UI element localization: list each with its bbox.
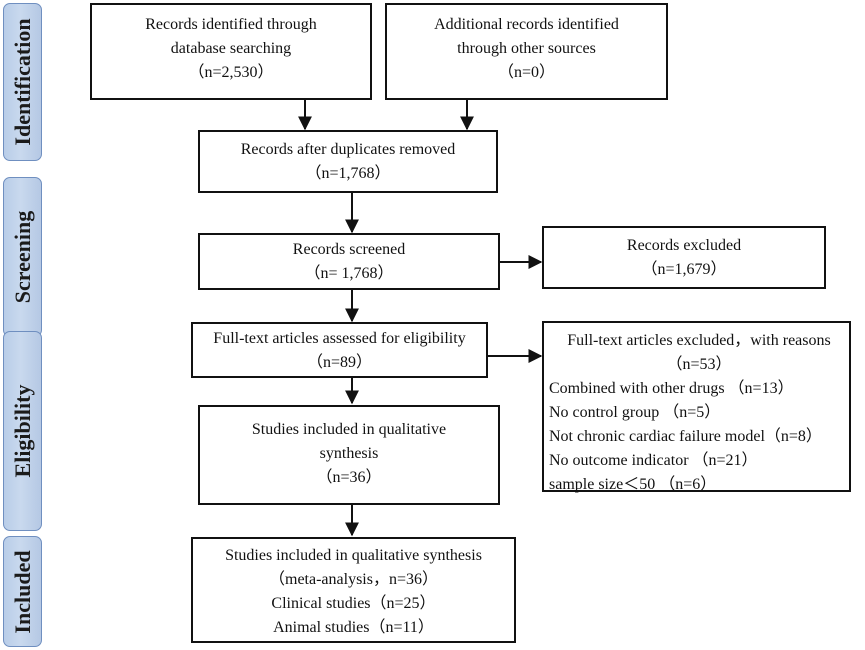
records-excluded-count: （n=1,679） — [641, 261, 727, 278]
fulltext-assessed-count: （n=89） — [306, 354, 373, 371]
qualitative-line-2: synthesis — [319, 445, 379, 462]
box-fulltext-assessed: Full-text articles assessed for eligibil… — [191, 322, 488, 378]
database-searching-line-2: database searching — [170, 40, 292, 57]
exclusion-reason: Not chronic cardiac failure model（n=8） — [549, 428, 822, 445]
quantitative-animal: Animal studies（n=11） — [273, 619, 434, 636]
fulltext-excluded-line-1: Full-text articles excluded，with reasons — [567, 332, 831, 349]
duplicates-removed-line-1: Records after duplicates removed — [240, 141, 456, 158]
database-searching-count: （n=2,530） — [188, 64, 274, 81]
records-screened-count: （n= 1,768） — [304, 265, 394, 282]
records-screened-line-1: Records screened — [292, 241, 406, 258]
quantitative-clinical: Clinical studies（n=25） — [271, 595, 436, 612]
other-sources-count: （n=0） — [497, 64, 556, 81]
box-fulltext-excluded: Full-text articles excluded，with reasons… — [542, 321, 851, 493]
quantitative-line-2: （meta-analysis，n=36） — [269, 571, 438, 588]
other-sources-line-1: Additional records identified — [434, 16, 619, 33]
qualitative-count: （n=36） — [316, 469, 382, 486]
box-qualitative-synthesis: Studies included in qualitative synthesi… — [198, 405, 500, 505]
stage-included: Included — [3, 536, 42, 647]
database-searching-line-1: Records identified through — [145, 16, 317, 33]
quantitative-line-1: Studies included in qualitative synthesi… — [225, 547, 482, 564]
records-excluded-line-1: Records excluded — [626, 237, 742, 254]
box-database-searching: Records identified through database sear… — [90, 3, 372, 100]
box-records-screened: Records screened （n= 1,768） — [198, 233, 500, 290]
duplicates-removed-count: （n=1,768） — [305, 165, 391, 182]
stage-screening: Screening — [3, 177, 42, 337]
exclusion-reason: No outcome indicator （n=21） — [549, 452, 758, 469]
stage-identification: Identification — [3, 3, 42, 161]
exclusion-reason: No control group （n=5） — [549, 404, 721, 421]
fulltext-assessed-line-1: Full-text articles assessed for eligibil… — [213, 330, 466, 347]
stage-eligibility: Eligibility — [3, 331, 42, 531]
exclusion-reason: sample size＜50 （n=6） — [549, 476, 717, 493]
box-other-sources: Additional records identified through ot… — [385, 3, 668, 100]
fulltext-excluded-count: （n=53） — [666, 356, 732, 373]
box-duplicates-removed: Records after duplicates removed （n=1,76… — [198, 130, 498, 193]
qualitative-line-1: Studies included in qualitative — [251, 421, 447, 438]
other-sources-line-2: through other sources — [457, 40, 596, 57]
box-records-excluded: Records excluded （n=1,679） — [542, 226, 826, 289]
exclusion-reason: Combined with other drugs （n=13） — [549, 380, 794, 397]
box-quantitative-synthesis: Studies included in qualitative synthesi… — [191, 537, 516, 643]
